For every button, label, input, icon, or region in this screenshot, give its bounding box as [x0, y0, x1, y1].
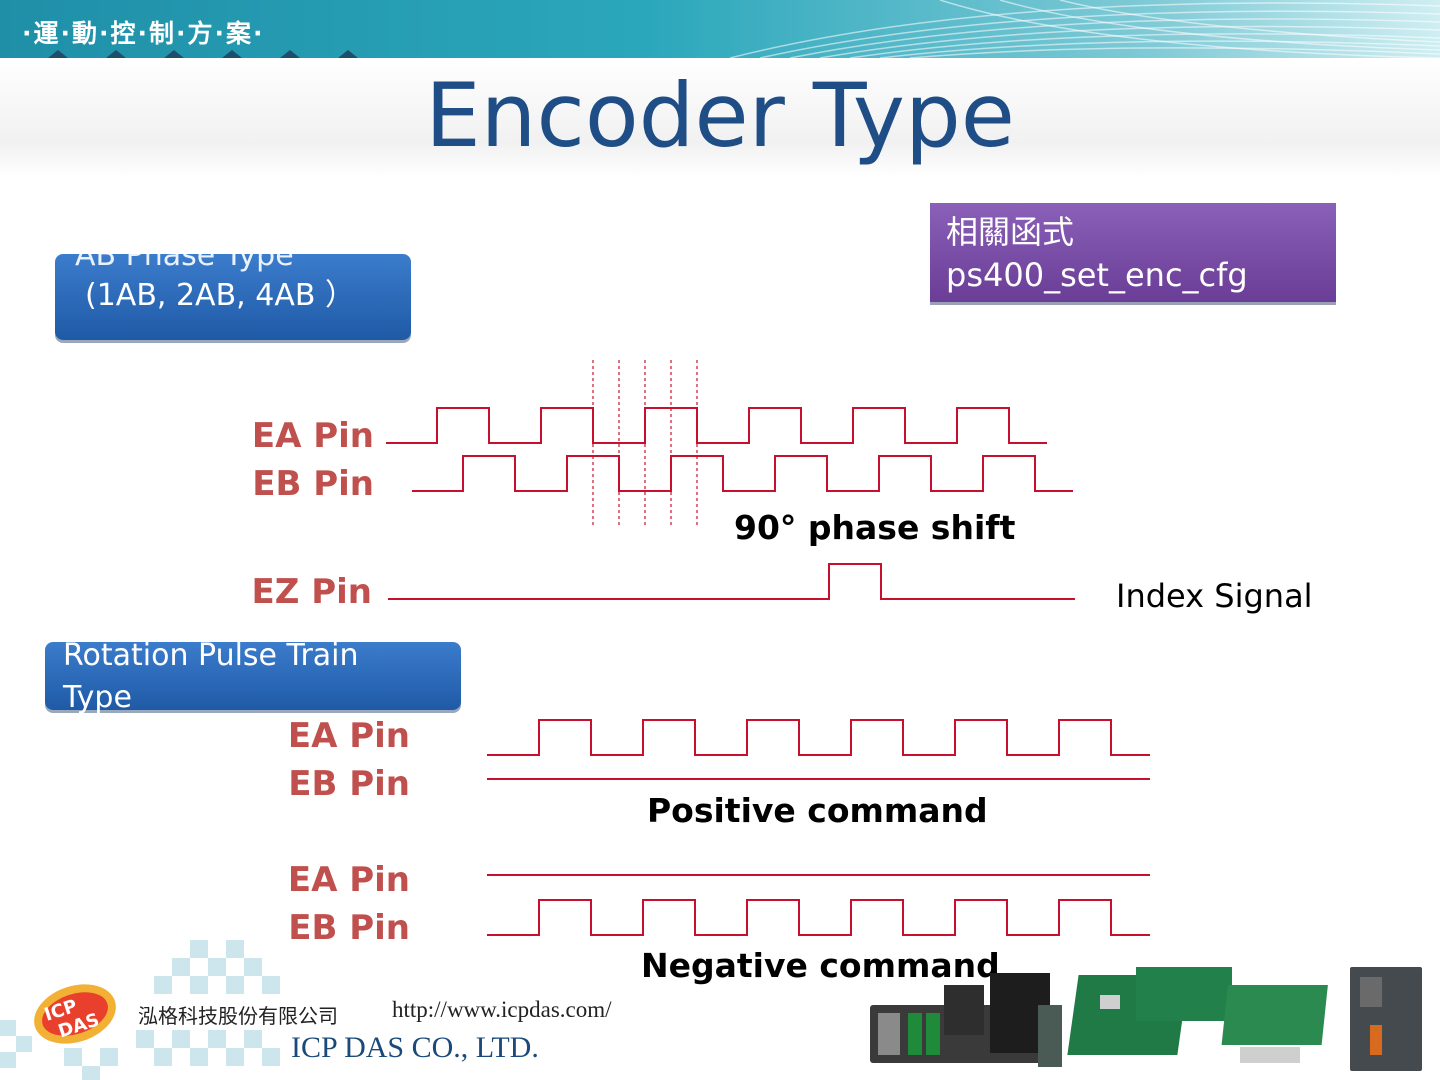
- ab-ez-waveform: [388, 563, 1075, 600]
- company-name-chinese: 泓格科技股份有限公司: [138, 1004, 338, 1028]
- pos-eb-pin-label: EB Pin: [288, 764, 410, 804]
- banner-notches: [48, 50, 358, 58]
- company-name-english: ICP DAS CO., LTD.: [291, 1031, 539, 1064]
- index-signal-caption: Index Signal: [1116, 577, 1313, 615]
- slide-title: Encoder Type: [425, 64, 1015, 167]
- rotation-type-title: Rotation Pulse Train: [63, 638, 359, 673]
- negative-command-caption: Negative command: [641, 946, 1000, 985]
- pos-ea-waveform: [487, 719, 1150, 756]
- encoder-waveform-diagram: [386, 360, 1150, 936]
- ab-phase-type-title: AB Phase Type: [75, 238, 294, 273]
- function-box-heading: 相關函式: [946, 213, 1075, 251]
- icpdas-logo: ICP DAS: [34, 984, 116, 1044]
- ab-ea-waveform: [386, 407, 1047, 444]
- function-name: ps400_set_enc_cfg: [946, 256, 1248, 294]
- ab-phase-type-modes: (1AB, 2AB, 4AB ）: [85, 278, 355, 313]
- banner-swoosh-decoration: [729, 0, 1440, 58]
- rotation-pulse-train-type-label: Rotation Pulse Train Type: [45, 638, 461, 715]
- banner-title: ·運·動·控·制·方·案·: [22, 19, 265, 48]
- function-box: 相關函式 ps400_set_enc_cfg: [930, 203, 1336, 305]
- product-photos: [870, 967, 1422, 1071]
- ab-ea-pin-label: EA Pin: [251, 416, 374, 456]
- top-banner: ·運·動·控·制·方·案·: [0, 0, 1440, 58]
- title-band: [0, 58, 1440, 178]
- rotation-type-title-cont: Type: [63, 680, 132, 715]
- ab-phase-type-label: AB Phase Type (1AB, 2AB, 4AB ）: [55, 238, 411, 340]
- pos-ea-pin-label: EA Pin: [287, 716, 410, 756]
- company-url: http://www.icpdas.com/: [392, 997, 612, 1022]
- neg-eb-pin-label: EB Pin: [288, 908, 410, 948]
- ab-ez-pin-label: EZ Pin: [251, 572, 373, 612]
- footer-checker-pattern: [0, 940, 280, 1080]
- neg-ea-pin-label: EA Pin: [287, 860, 410, 900]
- positive-command-caption: Positive command: [647, 791, 988, 830]
- neg-eb-waveform: [487, 899, 1150, 936]
- ab-eb-waveform: [412, 455, 1073, 492]
- ab-eb-pin-label: EB Pin: [252, 464, 374, 504]
- phase-shift-caption: 90° phase shift: [734, 508, 1016, 547]
